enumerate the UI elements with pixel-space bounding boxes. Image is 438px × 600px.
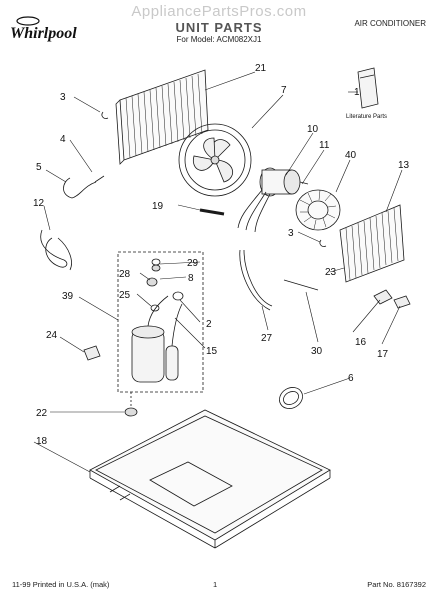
callout-3: 3 (60, 92, 66, 103)
brand-logo-text: Whirlpool (10, 25, 77, 42)
callout-21: 21 (255, 63, 267, 74)
capacitor-bracket-icon (83, 345, 101, 361)
callout-12: 12 (33, 198, 45, 209)
callout-29: 29 (187, 258, 199, 269)
discharge-tube-icon (239, 249, 319, 311)
callout-4: 4 (60, 134, 66, 145)
callout-10: 10 (307, 124, 319, 135)
callout-1: 1 (354, 87, 360, 98)
page-number: 1 (213, 580, 218, 589)
grommet-icon (124, 392, 138, 417)
callout-19: 19 (152, 201, 164, 212)
callout-8: 8 (188, 273, 194, 284)
callout-5: 5 (36, 162, 42, 173)
gasket-ring-icon (279, 387, 303, 409)
callout-24: 24 (46, 330, 58, 341)
fan-motor-icon (237, 167, 309, 233)
page-title: UNIT PARTS (175, 20, 263, 35)
callout-17: 17 (377, 349, 389, 360)
brand-logo-icon (16, 16, 40, 26)
fan-shroud-icon (178, 123, 252, 197)
callout-27: 27 (261, 333, 273, 344)
callout-40: 40 (345, 150, 357, 161)
model-subtitle: For Model: ACM082XJ1 (176, 35, 262, 44)
callout-16: 16 (355, 337, 367, 348)
callout-39: 39 (62, 291, 74, 302)
callout-18: 18 (36, 436, 48, 447)
callout-28: 28 (119, 269, 131, 280)
callout-13: 13 (398, 160, 410, 171)
blower-wheel-icon (295, 189, 341, 231)
evaporator-coil-icon (339, 204, 405, 283)
callout-2: 2 (206, 319, 212, 330)
thermostat-bulb-icon (199, 208, 225, 216)
literature-parts-label: Literature Parts (346, 114, 387, 120)
callout-7: 7 (281, 85, 287, 96)
callout-25: 25 (119, 290, 131, 301)
base-pan-icon (89, 409, 331, 549)
callout-23: 23 (325, 267, 337, 278)
spring-clip-icon (101, 111, 327, 247)
callout-6: 6 (348, 373, 354, 384)
callout-15: 15 (206, 346, 218, 357)
part-number: Part No. 8167392 (367, 580, 426, 589)
clip-bracket-icon (373, 289, 411, 309)
print-note: 11-99 Printed in U.S.A. (mak) (12, 580, 110, 589)
literature-booklet-icon (357, 67, 379, 109)
condenser-coil-icon (115, 69, 209, 165)
site-watermark: AppliancePartsPros.com (131, 3, 307, 20)
callout-30: 30 (311, 346, 323, 357)
callout-labels: 1 2 3 3 4 5 6 7 8 10 11 12 13 15 16 17 1… (33, 63, 410, 447)
section-label: AIR CONDITIONER (354, 19, 426, 28)
capillary-tube-icon (40, 175, 105, 271)
callout-3b: 3 (288, 228, 294, 239)
compressor-icon (117, 251, 204, 393)
callout-11: 11 (319, 140, 330, 151)
callout-22: 22 (36, 408, 48, 419)
